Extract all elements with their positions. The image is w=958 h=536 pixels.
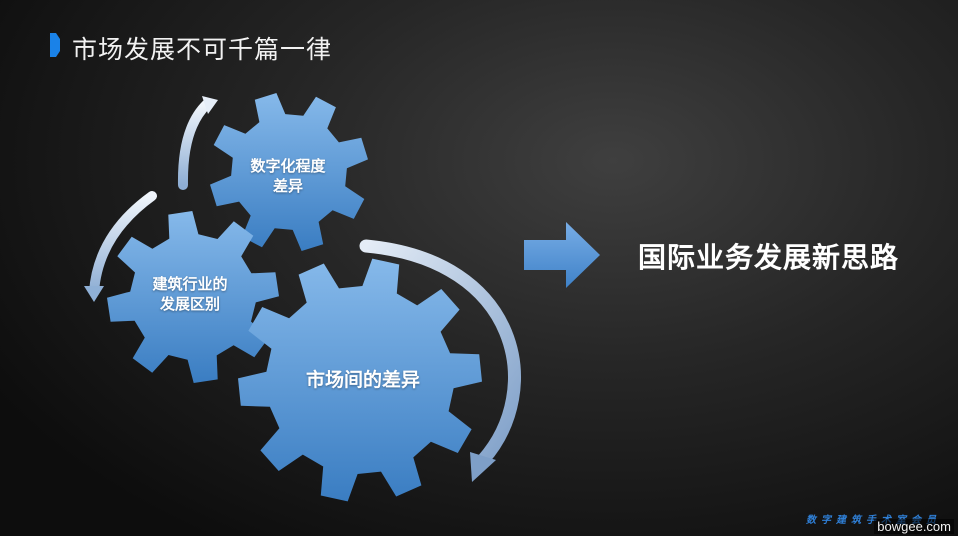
gear-left-label-line1: 建筑行业的 [152, 276, 228, 293]
gear-big [238, 258, 482, 502]
gear-left [107, 211, 279, 383]
gear-top [210, 93, 368, 251]
slide-title: 市场发展不可千篇一律 [72, 36, 333, 64]
footer-brand: 数字建筑手术室会员 [806, 511, 941, 526]
arc-arrow-left [84, 191, 157, 302]
gear-big-label: 市场间的差异 [305, 370, 420, 391]
gear-top-label: 数字化程度 差异 [228, 157, 348, 198]
arc-arrow-top [177, 96, 218, 190]
title-accent-bar [50, 33, 60, 57]
arc-arrow-big [359, 239, 521, 482]
watermark: bowgee.com [874, 519, 954, 534]
gear-left-label-line2: 发展区别 [159, 296, 220, 314]
result-text: 国际业务发展新思路 [638, 242, 900, 273]
gear-left-label: 建筑行业的 发展区别 [130, 275, 250, 316]
right-arrow-icon [524, 222, 600, 288]
gear-top-label-line1: 数字化程度 [250, 158, 326, 175]
gear-top-label-line2: 差异 [272, 178, 303, 196]
